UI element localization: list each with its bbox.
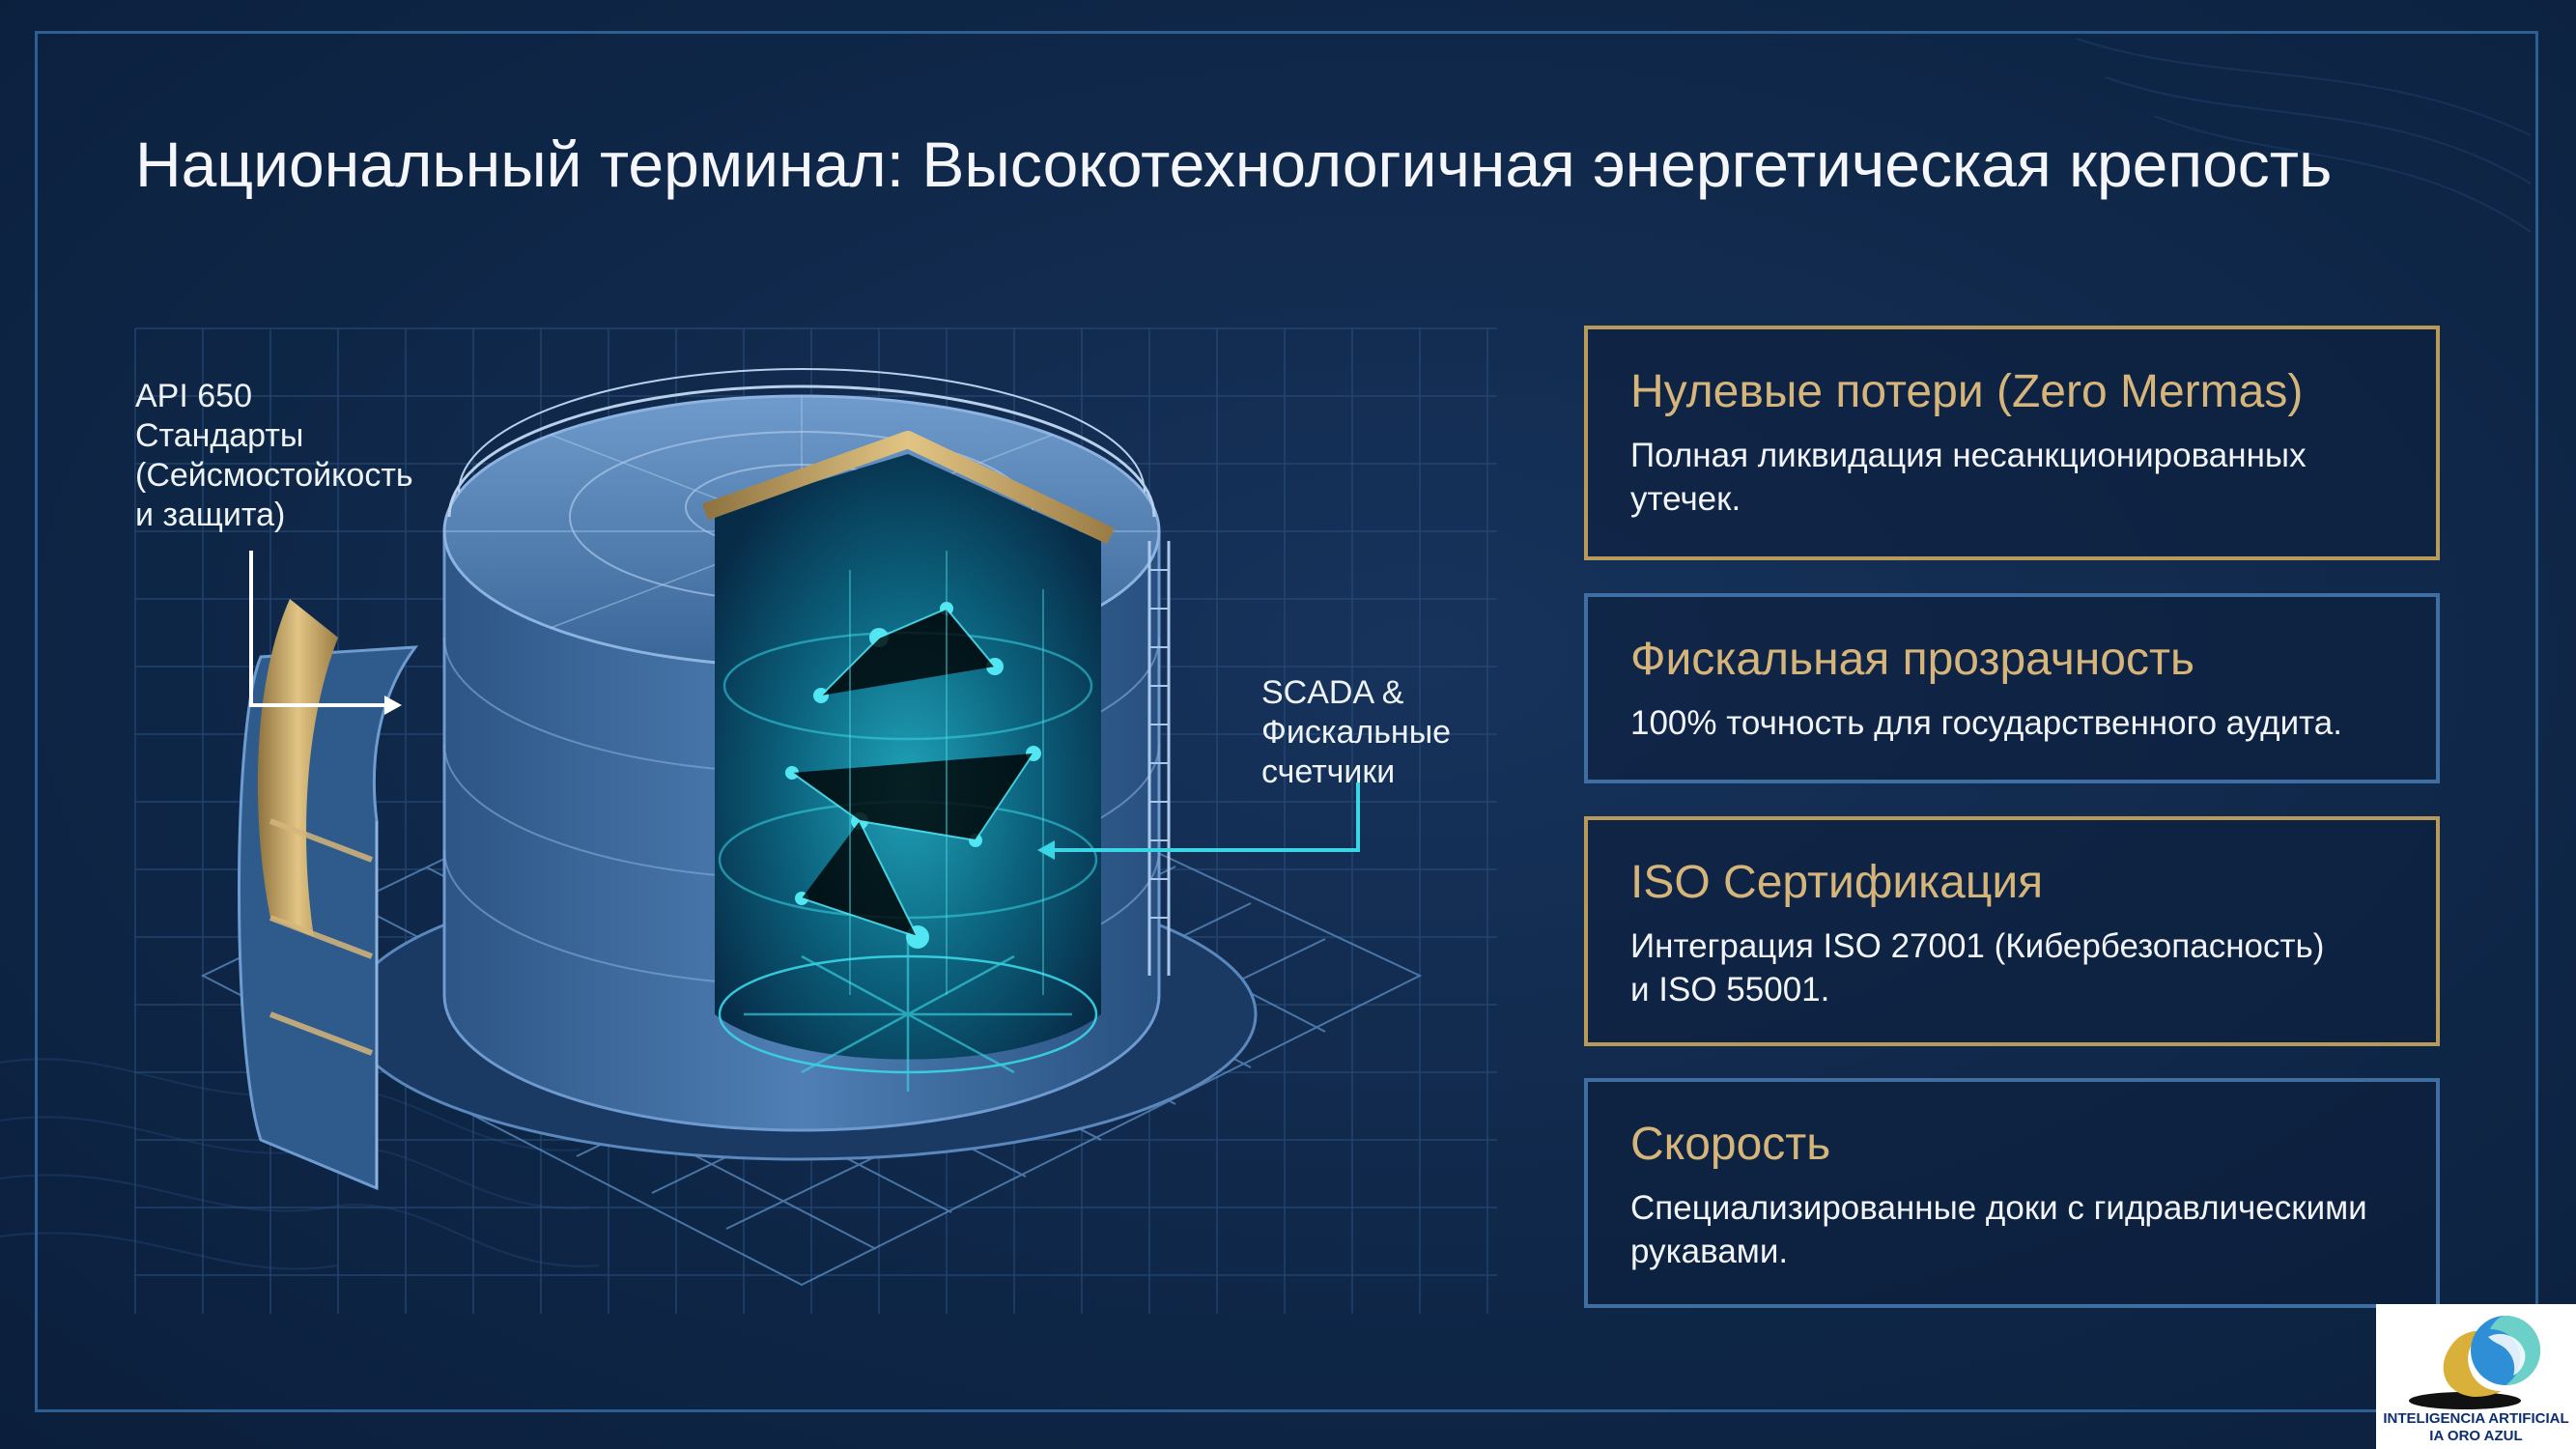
card-text-line: и ISO 55001. [1630,971,1830,1009]
logo-line-2: IA ORO AZUL [2429,1428,2523,1444]
card-text-line: Интеграция ISO 27001 (Кибербезопасность) [1630,927,2325,965]
card-title: Скорость [1630,1119,1831,1170]
card-text-line: утечек. [1630,480,1741,518]
card-text: 100% точность для государственного аудит… [1630,701,2393,745]
card-text-line: Полная ликвидация несанкционированных [1630,437,2307,474]
card-text-line: рукавами. [1630,1233,1789,1270]
card-title: ISO Сертификация [1630,857,2044,908]
card-title: Фискальная прозрачность [1630,634,2194,685]
api-650-callout: API 650 Стандарты (Сейсмостойкость и защ… [135,377,464,535]
logo: INTELIGENCIA ARTIFICIAL IA ORO AZUL [2376,1304,2576,1449]
blue-water-drop-logo-icon [2409,1316,2540,1409]
logo-line-1: INTELIGENCIA ARTIFICIAL [2383,1410,2569,1427]
callout-line: Фискальные [1261,714,1452,751]
storage-tank-cutaway-icon [134,327,1497,1314]
callout-line: API 650 [135,378,252,414]
card-text: Полная ликвидация несанкционированных ут… [1630,434,2393,521]
card-text: Интеграция ISO 27001 (Кибербезопасность)… [1630,924,2393,1011]
callout-line: (Сейсмостойкость [135,457,413,494]
callout-line: и защита) [135,497,286,533]
card-text: Специализированные доки с гидравлическим… [1630,1186,2393,1273]
callout-line: Стандарты [135,417,304,454]
card-fiscal-transparency: Фискальная прозрачность 100% точность дл… [1584,593,2440,783]
card-iso-certification: ISO Сертификация Интеграция ISO 27001 (К… [1584,816,2440,1046]
callout-line: счетчики [1261,753,1396,790]
scada-callout: SCADA & Фискальные счетчики [1261,673,1493,792]
card-text-line: 100% точность для государственного аудит… [1630,704,2342,742]
card-title: Нулевые потери (Zero Mermas) [1630,366,2304,417]
card-zero-losses: Нулевые потери (Zero Mermas) Полная ликв… [1584,326,2440,560]
slide-frame [35,31,2538,1412]
card-text-line: Специализированные доки с гидравлическим… [1630,1189,2367,1227]
callout-line: SCADA & [1261,674,1404,711]
page-title: Национальный терминал: Высокотехнологичн… [135,128,2333,200]
card-speed: Скорость Специализированные доки с гидра… [1584,1078,2440,1308]
